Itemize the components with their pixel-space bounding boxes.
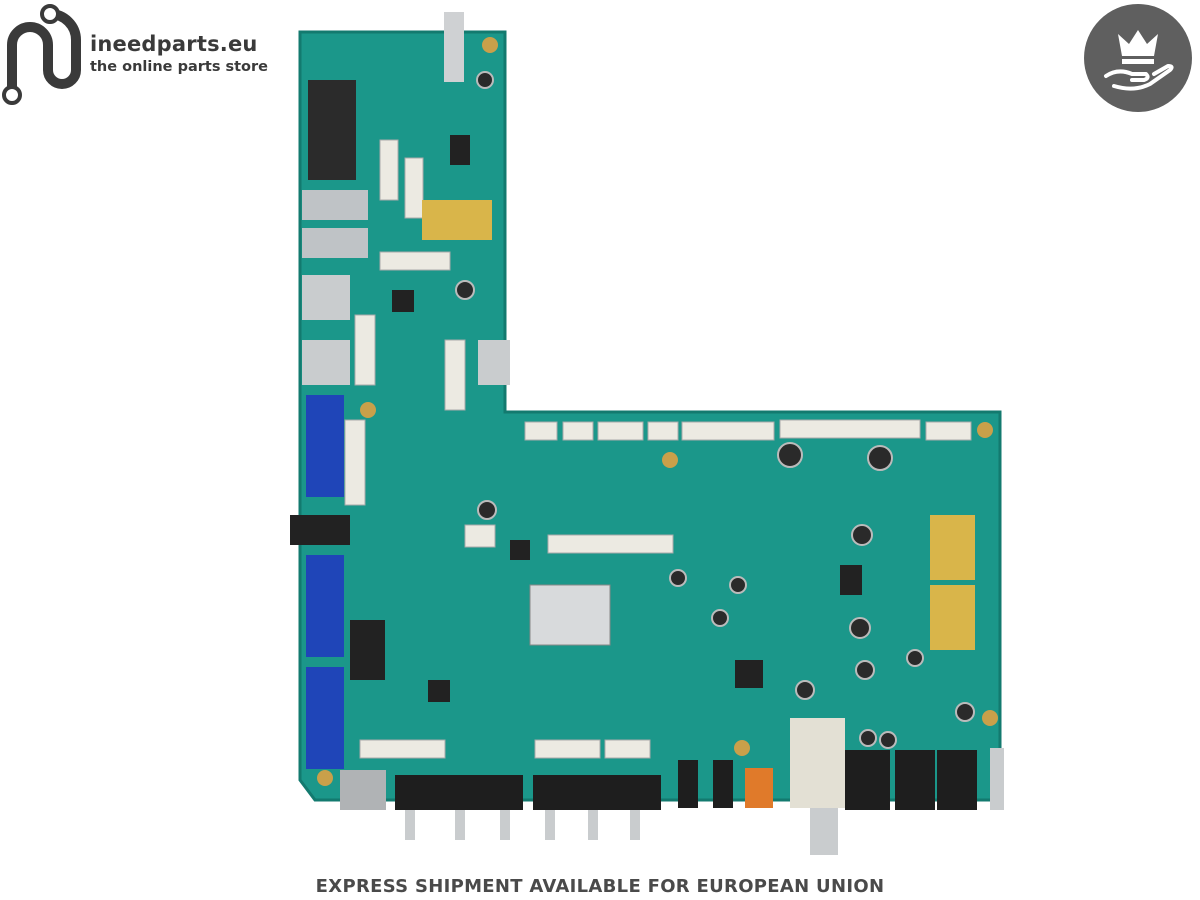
shipping-notice: EXPRESS SHIPMENT AVAILABLE FOR EUROPEAN … [315,876,885,897]
brand-logo: ineedparts.eu the online parts store [0,0,280,110]
circuit-n-icon [2,4,81,105]
quality-badge [1084,4,1192,112]
crown-hand-icon [1104,30,1174,91]
brand-tagline: the online parts store [90,59,269,75]
brand-name: ineedparts.eu [90,32,258,56]
